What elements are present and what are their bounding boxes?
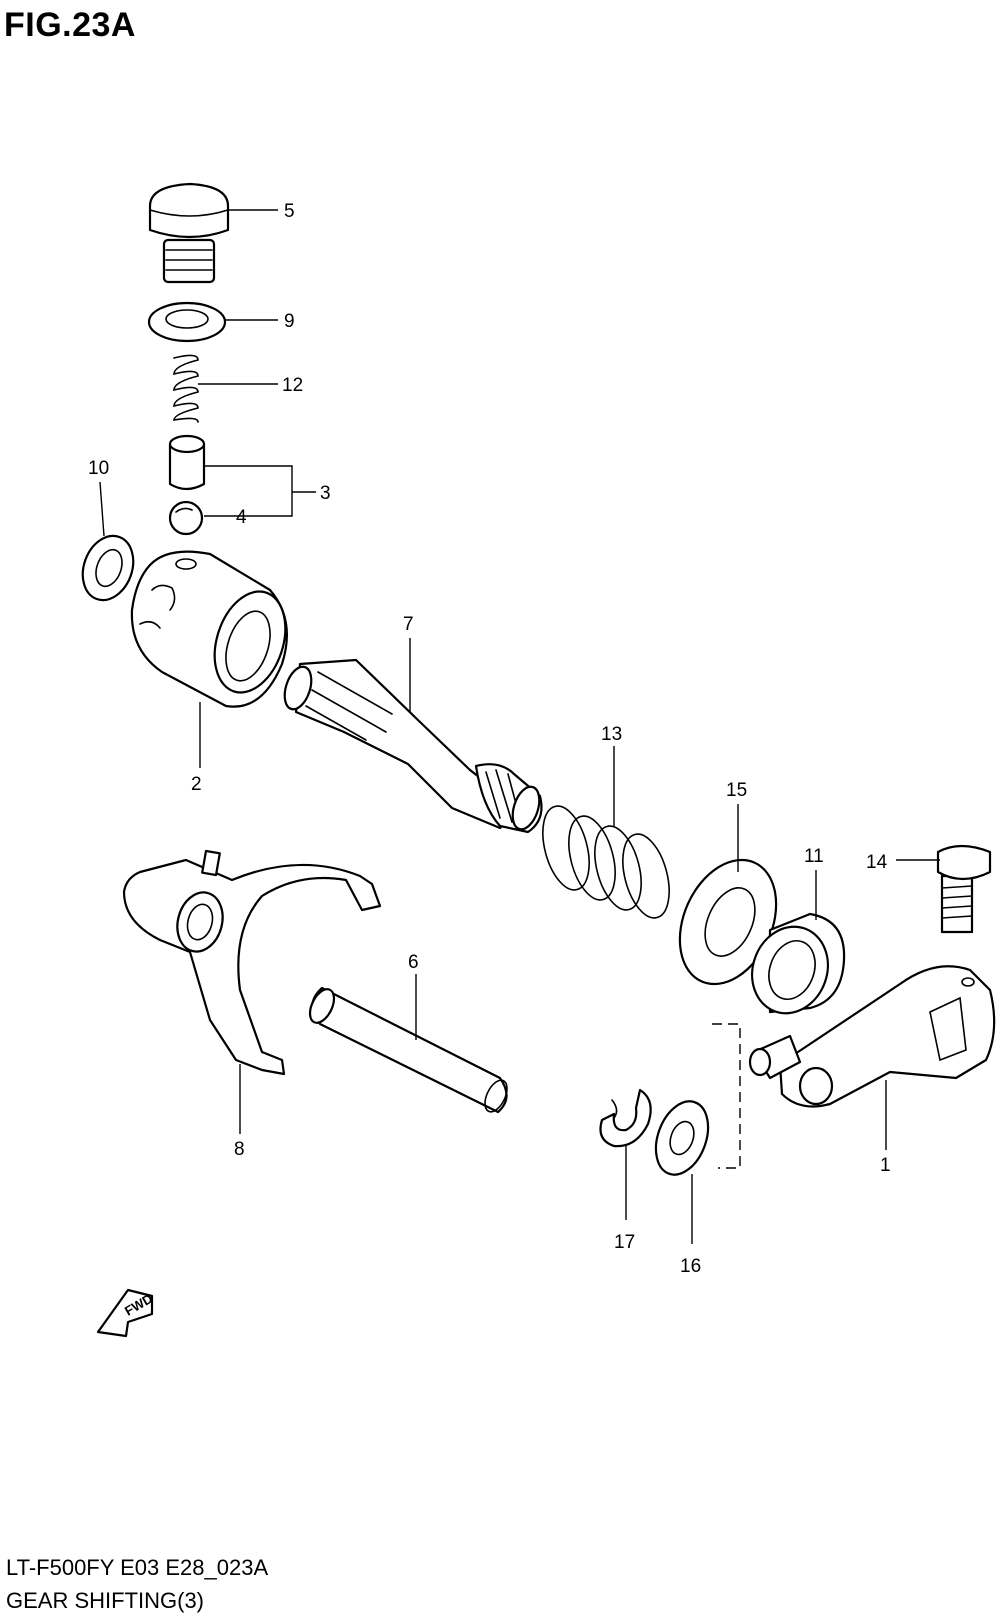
callout-5: 5	[284, 201, 295, 222]
callout-8: 8	[234, 1139, 245, 1160]
callout-17: 17	[614, 1232, 635, 1253]
callout-11: 11	[804, 846, 824, 867]
callout-1: 1	[880, 1155, 891, 1176]
part-2-shift-drum	[130, 550, 288, 708]
callout-10: 10	[88, 458, 109, 479]
part-6-shaft	[308, 986, 508, 1114]
leader-lines	[99, 209, 940, 1244]
callout-4: 4	[236, 507, 247, 528]
part-10-washer	[81, 534, 135, 602]
callout-14: 14	[866, 852, 888, 873]
part-13-coil-spring	[542, 805, 670, 919]
part-9-washer	[147, 301, 227, 343]
callout-2: 2	[191, 774, 202, 795]
part-4-ball	[168, 500, 204, 536]
figure-title: FIG.23A	[4, 6, 136, 44]
part-7-shift-shaft	[283, 658, 543, 834]
fwd-arrow-icon: FWD	[96, 1288, 155, 1338]
part-14-bolt	[936, 844, 992, 934]
alignment-dashed-line	[712, 1023, 741, 1169]
callout-7: 7	[403, 614, 414, 635]
part-12-spring	[173, 354, 199, 423]
figure-name: GEAR SHIFTING(3)	[6, 1588, 205, 1613]
callout-16: 16	[680, 1256, 701, 1277]
part-17-e-ring	[599, 1088, 652, 1148]
callout-6: 6	[408, 952, 419, 973]
callout-15: 15	[726, 780, 747, 801]
part-3-pin	[168, 434, 206, 491]
part-8-shift-fork	[122, 849, 382, 1076]
part-16-washer	[654, 1100, 710, 1176]
part-1-shift-arm	[748, 965, 996, 1108]
figure-code: LT-F500FY E03 E28_023A	[6, 1555, 269, 1580]
callout-9: 9	[284, 311, 295, 332]
callout-13: 13	[601, 724, 622, 745]
callout-3: 3	[320, 483, 331, 504]
part-5-plug-bolt	[148, 182, 230, 284]
callout-12: 12	[282, 375, 303, 396]
part-11-bushing	[751, 912, 846, 1015]
